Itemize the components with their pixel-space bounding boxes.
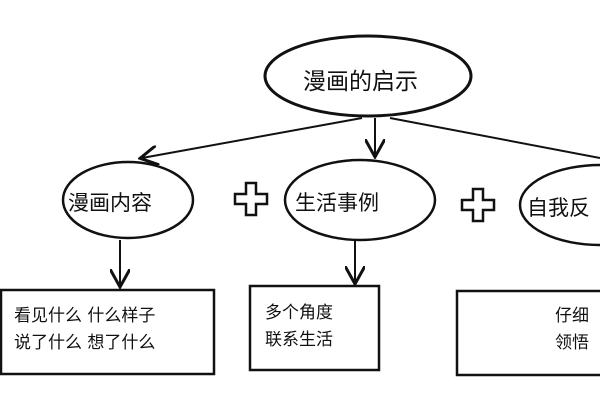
node-ellipse-2 (283, 158, 437, 242)
detail-text: 多个角度 (265, 303, 333, 323)
root-label: 漫画的启示 (303, 69, 418, 95)
detail-text: 看见什么 什么样子 (14, 306, 156, 326)
node-ellipse-3 (518, 163, 600, 247)
root-ellipse (263, 34, 473, 118)
detail-box-2 (248, 284, 381, 372)
detail-box-3 (455, 289, 600, 377)
arrow-left (142, 117, 363, 158)
node-label-3: 自我反 (527, 196, 590, 220)
detail-text: 仔细 (555, 306, 589, 326)
detail-text: 联系生活 (265, 330, 333, 350)
detail-text: 领悟 (555, 333, 589, 353)
node-label-2: 生活事例 (295, 191, 379, 215)
plus-icon (233, 181, 269, 217)
arrow-right (389, 117, 600, 159)
detail-text: 说了什么 想了什么 (14, 333, 156, 353)
detail-box-1 (0, 288, 216, 376)
node-label-1: 漫画内容 (68, 191, 152, 215)
node-ellipse-1 (61, 160, 195, 240)
plus-icon (460, 187, 496, 223)
